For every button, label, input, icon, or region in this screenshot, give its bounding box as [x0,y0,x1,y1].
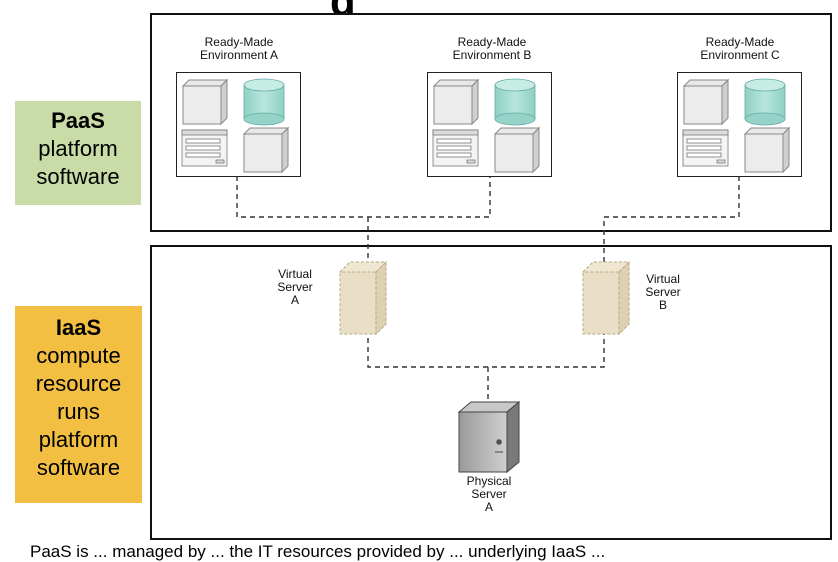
env-b-contents [432,78,540,173]
connector-env-a-b [236,176,491,218]
iaas-line-2: resource [35,371,122,396]
virtual-server-b-icon [581,260,631,336]
env-c-contents [682,78,790,173]
app-box-icon [242,126,290,174]
footer-text-fragment: PaaS is ... managed by ... the IT resour… [30,542,606,561]
form-window-icon [181,129,228,167]
iaas-line-4: platform [38,427,119,452]
iaas-line-1: compute [36,343,121,368]
database-icon [243,78,285,126]
connector-vs-bus [367,318,605,368]
env-a-contents [181,78,290,174]
iaas-line-3: runs [57,399,100,424]
app-box-icon [181,78,229,126]
iaas-line-5: software [36,455,121,480]
paas-label: PaaS platform software [15,101,141,205]
connector-lines [236,176,740,402]
iaas-label: IaaS compute resource runs platform soft… [15,306,142,503]
connector-env-c [603,176,740,262]
paas-line-2: software [36,164,120,189]
iaas-name: IaaS [55,315,102,340]
paas-name: PaaS [51,108,105,133]
virtual-server-a-icon [338,260,388,336]
physical-server-icon [457,400,521,474]
iaas-layer-box [150,245,832,540]
paas-line-1: platform [38,136,118,161]
